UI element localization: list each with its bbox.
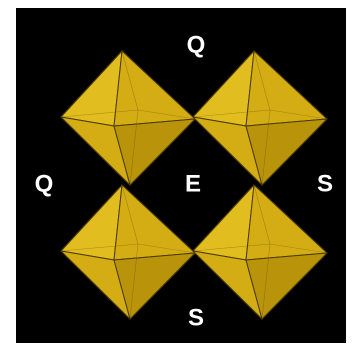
label-left: Q <box>35 171 54 198</box>
label-bottom: S <box>188 305 204 332</box>
label-right: S <box>317 171 333 198</box>
label-center: E <box>185 171 201 198</box>
black-panel <box>16 8 346 343</box>
label-top: Q <box>187 32 206 59</box>
